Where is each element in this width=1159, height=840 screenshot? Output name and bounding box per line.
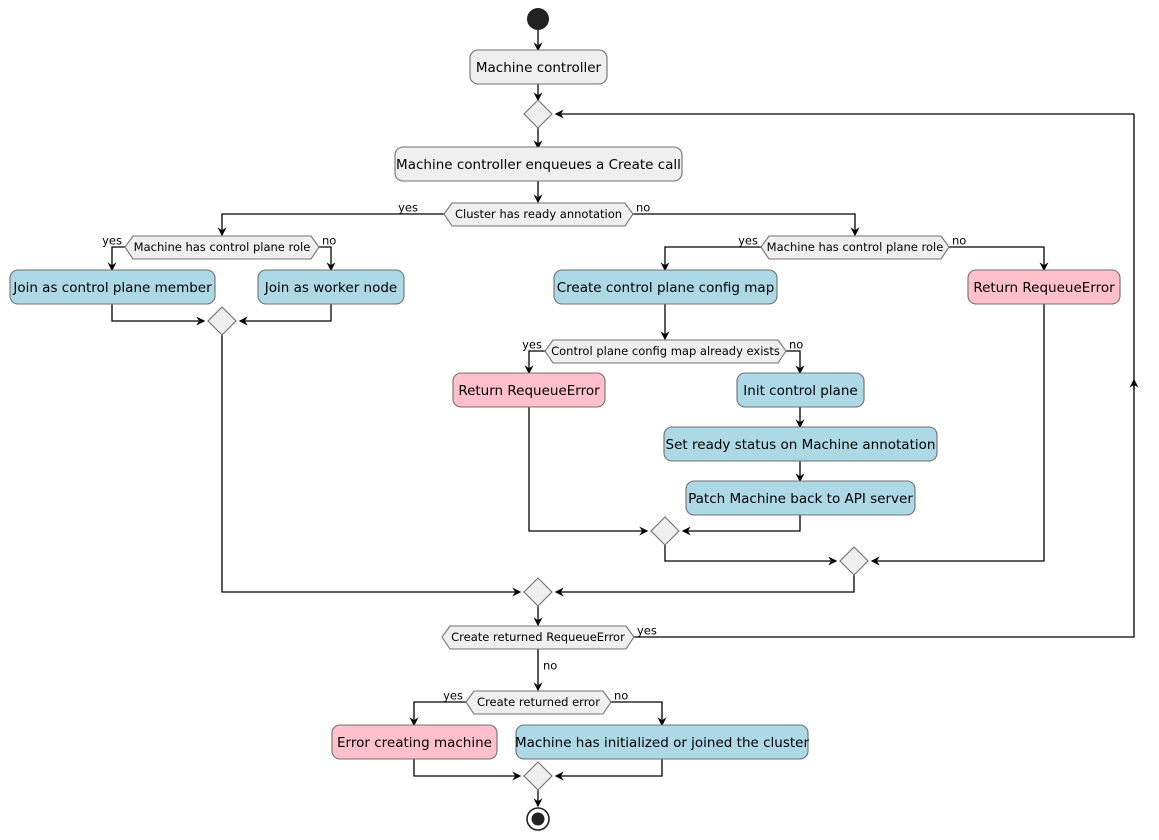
- decision-control-plane-config-map-exists-label: Control plane config map already exists: [551, 344, 780, 358]
- node-init-control-plane[interactable]: Init control plane: [736, 372, 865, 408]
- start-node: [527, 8, 549, 30]
- edge-right-merge-to-central-merge: [554, 575, 855, 597]
- branch-label-cm-exists-no: no: [789, 338, 803, 352]
- merge-top: [523, 99, 553, 129]
- node-return-requeue-error-right[interactable]: Return RequeueError: [967, 269, 1121, 305]
- node-return-requeue-error-mid-label: Return RequeueError: [458, 383, 600, 399]
- node-set-ready-status-label: Set ready status on Machine annotation: [666, 437, 936, 453]
- decision-create-returned-error-label: Create returned error: [477, 695, 600, 709]
- node-set-ready-status[interactable]: Set ready status on Machine annotation: [663, 426, 938, 462]
- node-init-control-plane-label: Init control plane: [743, 383, 857, 399]
- branch-label-cp-role-right-yes: yes: [738, 234, 758, 248]
- edge-cluster-ready-yes: [217, 213, 444, 237]
- decision-create-returned-requeue-error[interactable]: Create returned RequeueError: [441, 625, 635, 650]
- decision-create-returned-requeue-error-label: Create returned RequeueError: [451, 630, 625, 644]
- branch-label-cluster-ready-no: no: [636, 201, 650, 215]
- branch-label-cp-role-right-no: no: [952, 234, 966, 248]
- merge-left-join: [207, 306, 237, 336]
- edge-cp-role-left-yes: [107, 246, 125, 272]
- node-patch-machine-label: Patch Machine back to API server: [688, 491, 913, 507]
- edge-cp-role-left-no: [319, 246, 336, 272]
- node-machine-initialized[interactable]: Machine has initialized or joined the cl…: [515, 724, 809, 760]
- node-join-worker-node[interactable]: Join as worker node: [257, 269, 405, 305]
- node-error-creating-machine-label: Error creating machine: [337, 735, 492, 751]
- branch-label-returned-error-yes: yes: [443, 689, 463, 703]
- node-create-control-plane-config-map-label: Create control plane config map: [557, 280, 775, 296]
- edge-cluster-ready-no: [632, 213, 860, 237]
- node-create-control-plane-config-map[interactable]: Create control plane config map: [553, 269, 778, 305]
- edge-returned-requeue-yes-loopback: [634, 378, 1139, 638]
- node-machine-controller-label: Machine controller: [476, 60, 602, 76]
- merge-control-plane-inner: [650, 516, 680, 546]
- decision-machine-has-control-plane-role-right[interactable]: Machine has control plane role: [760, 235, 950, 260]
- edge-requeue-mid-to-inner-merge: [528, 407, 649, 536]
- branch-label-cluster-ready-yes: yes: [398, 201, 418, 215]
- decision-machine-has-control-plane-role-left[interactable]: Machine has control plane role: [124, 235, 320, 260]
- decision-cluster-has-ready-annotation-label: Cluster has ready annotation: [455, 207, 622, 221]
- node-error-creating-machine[interactable]: Error creating machine: [331, 724, 498, 760]
- node-enqueue-create-call-label: Machine controller enqueues a Create cal…: [396, 157, 681, 173]
- edge-error-to-bottom-merge: [413, 759, 522, 781]
- edge-join-cp-to-merge: [111, 304, 206, 326]
- merge-control-plane-outer: [839, 546, 869, 576]
- decision-cluster-has-ready-annotation[interactable]: Cluster has ready annotation: [443, 202, 634, 227]
- branch-label-returned-requeue-no: no: [543, 659, 557, 673]
- node-machine-controller[interactable]: Machine controller: [469, 49, 608, 85]
- decision-create-returned-error[interactable]: Create returned error: [465, 690, 612, 715]
- merge-bottom: [523, 761, 553, 791]
- branch-label-cm-exists-yes: yes: [522, 338, 542, 352]
- merge-central: [523, 577, 553, 607]
- node-join-control-plane-member-label: Join as control plane member: [12, 280, 212, 296]
- decision-control-plane-config-map-exists[interactable]: Control plane config map already exists: [544, 339, 787, 364]
- branch-label-returned-requeue-yes: yes: [637, 624, 657, 638]
- edge-join-worker-to-merge: [238, 304, 332, 326]
- edge-returned-error-yes: [409, 701, 466, 727]
- node-return-requeue-error-mid[interactable]: Return RequeueError: [452, 372, 606, 408]
- edge-patch-to-inner-merge: [681, 515, 801, 536]
- decision-machine-has-control-plane-role-right-label: Machine has control plane role: [767, 240, 944, 254]
- edge-cp-role-right-yes: [660, 246, 761, 272]
- end-node: [526, 807, 550, 831]
- edge-layer: [107, 30, 1139, 808]
- node-machine-initialized-label: Machine has initialized or joined the cl…: [515, 735, 809, 751]
- edge-returned-error-no: [611, 701, 667, 727]
- edge-left-merge-to-central-merge: [221, 335, 522, 597]
- node-enqueue-create-call[interactable]: Machine controller enqueues a Create cal…: [394, 146, 683, 182]
- branch-label-returned-error-no: no: [614, 689, 628, 703]
- node-join-worker-node-label: Join as worker node: [264, 280, 397, 296]
- node-patch-machine[interactable]: Patch Machine back to API server: [685, 480, 916, 516]
- branch-label-cp-role-left-yes: yes: [102, 234, 122, 248]
- node-join-control-plane-member[interactable]: Join as control plane member: [9, 269, 216, 305]
- edge-requeue-right-to-right-merge: [870, 304, 1045, 566]
- decision-machine-has-control-plane-role-left-label: Machine has control plane role: [134, 240, 311, 254]
- edge-cp-role-right-no: [949, 246, 1049, 272]
- node-return-requeue-error-right-label: Return RequeueError: [973, 280, 1115, 296]
- edge-cm-exists-yes: [524, 350, 545, 375]
- branch-label-cp-role-left-no: no: [322, 234, 336, 248]
- edge-cm-exists-no: [786, 350, 805, 375]
- edge-inner-merge-to-right-merge: [664, 545, 838, 566]
- edge-initialized-to-bottom-merge: [554, 759, 663, 781]
